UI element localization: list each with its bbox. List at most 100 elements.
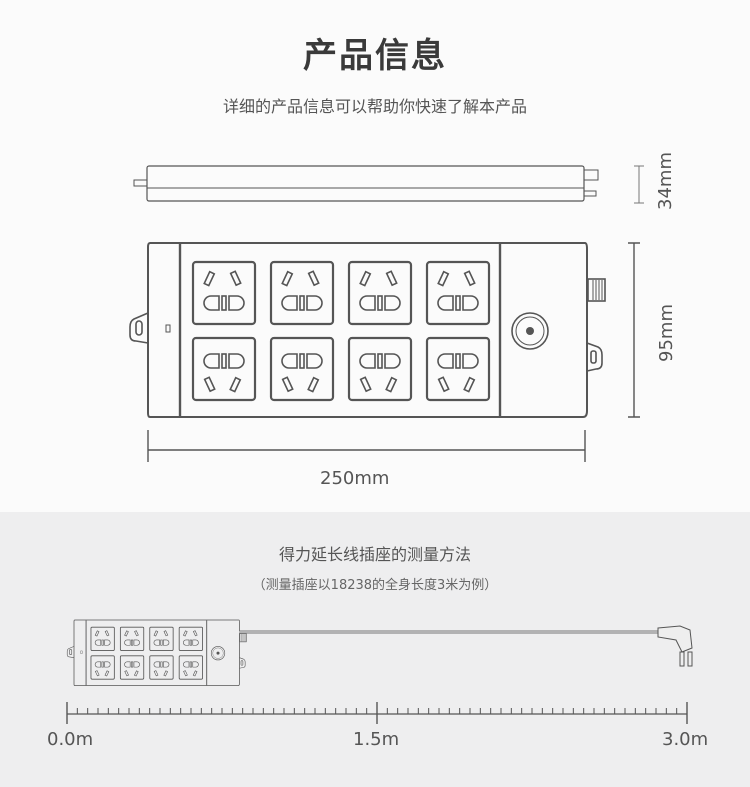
page-subtitle: 详细的产品信息可以帮助你快速了解本产品 [222,97,527,116]
socket-slot [228,353,245,369]
power-switch [511,312,549,350]
socket-slot [101,639,104,646]
socket-slot [192,670,198,677]
ruler-label-start: 0.0m [47,729,94,750]
socket-frame [119,655,145,680]
socket-slot [463,376,476,393]
socket [425,260,491,326]
socket-slot [163,661,170,668]
socket-slot [192,661,199,668]
power-switch [210,646,226,661]
socket-slot [192,639,199,646]
socket [425,336,491,402]
socket [347,260,413,326]
socket-slot [189,661,192,668]
socket-slot [228,295,245,311]
power-icon [526,327,534,335]
height-dimension-line [634,165,644,204]
socket-slot [221,353,227,369]
socket-frame [425,336,491,402]
hang-hole [239,657,246,669]
socket-slot [385,376,398,393]
socket-slot [163,630,169,637]
socket-slot [385,270,398,287]
socket-slot [229,270,242,287]
side-hook [583,190,597,197]
socket-slot [359,295,376,311]
socket-frame [149,655,174,680]
ruler-label-mid: 1.5m [353,729,400,750]
length-label: 250mm [320,468,390,489]
socket-frame [347,336,413,402]
hang-hole [66,646,75,658]
socket-slot [203,353,220,369]
socket [119,655,145,680]
cord-grip [587,278,606,302]
socket-frame [347,260,413,326]
socket-slot [203,295,220,311]
socket-slot [131,661,134,668]
socket-slot [153,630,159,637]
socket-slot [307,270,320,287]
page-title: 产品信息 [303,36,447,76]
strip-body [73,619,240,686]
socket-slot [377,295,383,311]
socket-frame [178,626,203,651]
plug-pin [687,651,693,667]
socket-slot [104,630,110,637]
socket-slot [299,295,305,311]
side-body [146,165,585,202]
width-dimension-line [628,242,640,418]
socket-slot [462,353,479,369]
socket-frame [149,626,174,651]
socket-slot [281,270,294,287]
width-label: 95mm [656,304,677,362]
indicator-light [80,650,83,654]
socket [347,336,413,402]
socket-slot [359,376,372,393]
ruler-label-end: 3.0m [662,729,709,750]
socket-slot [133,661,140,668]
height-label: 34mm [655,152,676,210]
socket-slot [455,295,461,311]
socket-frame [269,260,335,326]
socket-slot [455,353,461,369]
side-cord [583,169,599,181]
hang-hole [240,660,244,666]
socket [178,655,203,680]
side-view [133,165,599,202]
socket [269,336,335,402]
socket-slot [124,670,129,677]
socket-slot [163,639,170,646]
indicator-light [165,324,171,333]
socket-slot [384,295,401,311]
socket-slot [134,630,139,637]
socket-slot [377,353,383,369]
socket-slot [384,353,401,369]
hang-hole [586,342,603,372]
length-dimension-line [147,430,586,462]
socket-frame [425,260,491,326]
socket-slot [437,295,454,311]
side-hook [133,179,148,187]
socket-slot [183,639,190,646]
measurement-note: （测量插座以18238的全身长度3米为例） [252,578,498,593]
socket-slot [94,639,102,646]
measurement-section [0,512,750,787]
socket-frame [191,336,257,402]
socket-slot [134,670,139,677]
socket-slot [163,670,168,677]
plug-head [657,625,693,653]
power-switch-ring [212,647,224,659]
socket-frame [90,655,115,680]
socket-slot [124,639,131,646]
socket-frame [269,336,335,402]
socket-frame [119,626,145,651]
strip-body [147,242,588,418]
socket-slot [153,661,160,668]
product-info-section [0,0,750,512]
socket-slot [437,270,450,287]
socket-slot [281,295,298,311]
socket-slot [306,295,323,311]
